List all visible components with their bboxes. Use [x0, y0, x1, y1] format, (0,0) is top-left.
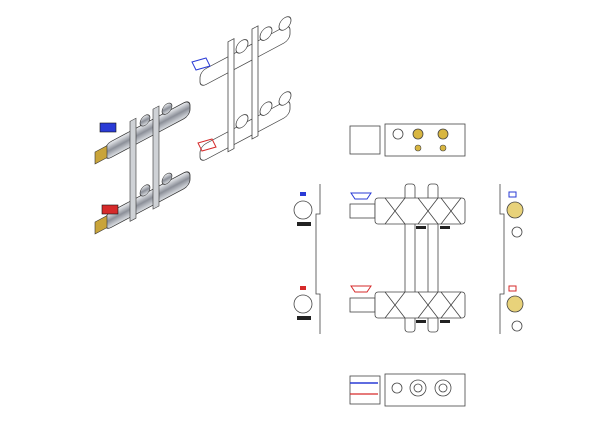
front-view	[349, 183, 466, 333]
bottom-view	[349, 373, 466, 407]
supply-valve-handle	[99, 122, 117, 133]
return-valve-handle	[101, 204, 119, 215]
iso-wireframe-view	[191, 16, 292, 161]
left-view	[293, 184, 321, 334]
top-view	[349, 123, 466, 157]
right-view	[499, 184, 524, 334]
iso-rendered-view	[94, 101, 191, 235]
